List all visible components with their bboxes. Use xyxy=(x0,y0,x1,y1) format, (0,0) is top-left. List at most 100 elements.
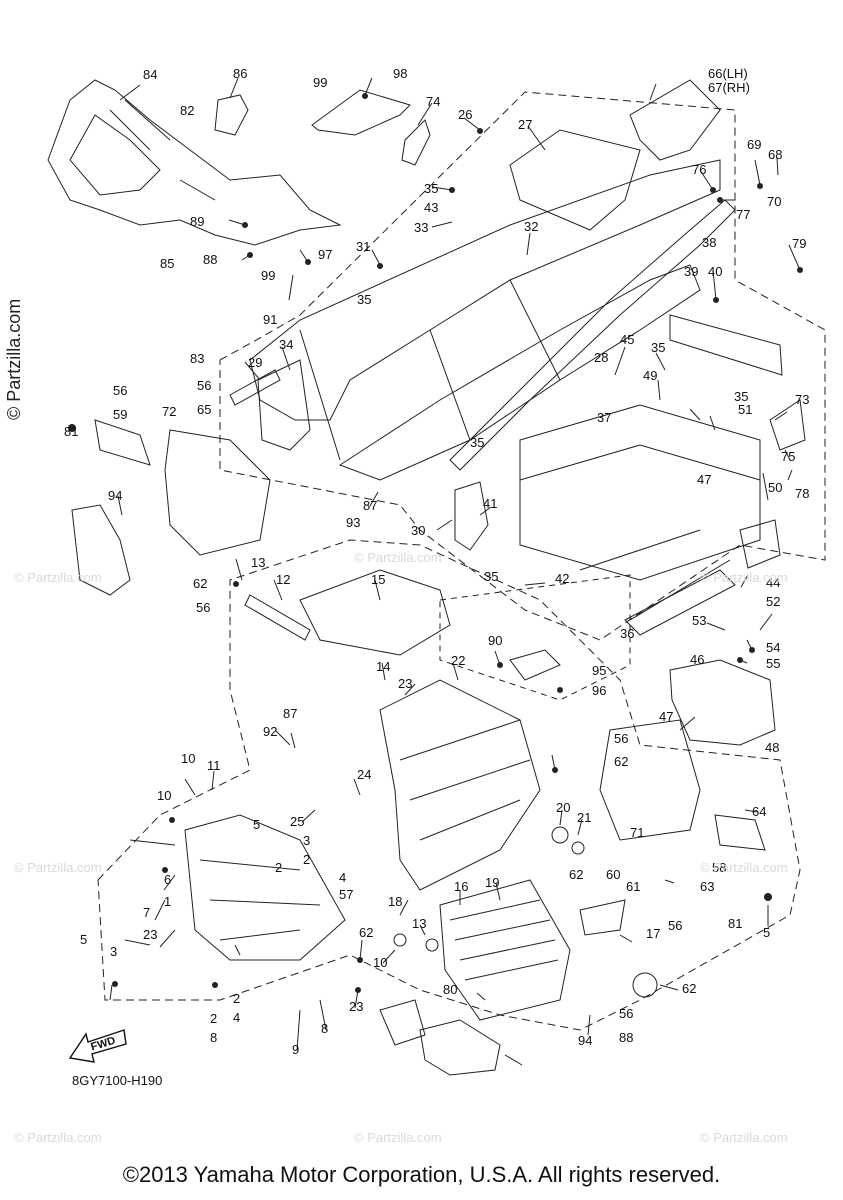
faint-watermark: © Partzilla.com xyxy=(354,550,442,565)
callout-label: 8 xyxy=(210,1030,218,1045)
side-watermark-text: © Partzilla.com xyxy=(4,298,24,420)
callout-label: 4 xyxy=(233,1010,241,1025)
beam-part-36 xyxy=(624,569,736,636)
radiator-part-16 xyxy=(439,879,571,1021)
callout-label: 47 xyxy=(697,472,712,487)
faint-watermark: © Partzilla.com xyxy=(14,1130,102,1145)
callout-label: 2 xyxy=(303,852,311,867)
callout-label: 85 xyxy=(160,256,175,271)
callout-label: 4 xyxy=(339,870,347,885)
callout-label: 96 xyxy=(592,683,607,698)
bracket-part-72 xyxy=(164,429,271,556)
callout-label: 30 xyxy=(411,523,426,538)
callout-label: 99 xyxy=(261,268,276,283)
callout-label: 81 xyxy=(728,916,743,931)
front-suspension-frame xyxy=(184,814,346,961)
callout-label: 31 xyxy=(356,239,371,254)
callout-label: 59 xyxy=(113,407,128,422)
callout-label: 10 xyxy=(373,955,388,970)
callout-label: 41 xyxy=(483,496,498,511)
callout-label: 93 xyxy=(346,515,361,530)
bracket-part-59 xyxy=(94,419,151,466)
callout-label: 34 xyxy=(279,337,294,352)
faint-watermark: © Partzilla.com xyxy=(14,570,102,585)
callout-label: 35 xyxy=(470,435,485,450)
callout-label: 61 xyxy=(626,879,641,894)
callout-label: 23 xyxy=(143,927,158,942)
bracket-part-44 xyxy=(739,519,781,569)
callout-label: 37 xyxy=(597,410,612,425)
callout-label: 78 xyxy=(795,486,810,501)
callout-label: 56 xyxy=(196,600,211,615)
callout-label: 57 xyxy=(339,887,354,902)
callout-label: 68 xyxy=(768,147,783,162)
brace-part-66-67 xyxy=(629,79,721,161)
guard-part-46 xyxy=(669,659,776,746)
callout-label: 3 xyxy=(110,944,118,959)
faint-watermark: © Partzilla.com xyxy=(354,1130,442,1145)
callout-label: 66(LH) xyxy=(708,66,748,81)
callout-label: 76 xyxy=(692,162,707,177)
callout-label: 90 xyxy=(488,633,503,648)
callout-label: 1 xyxy=(164,894,172,909)
bracket-part-86 xyxy=(214,94,249,136)
callout-label: 33 xyxy=(414,220,429,235)
callout-label: 35 xyxy=(424,181,439,196)
copyright-notice: ©2013 Yamaha Motor Corporation, U.S.A. A… xyxy=(122,1162,721,1187)
callout-label: 86 xyxy=(233,66,248,81)
bracket-part-30 xyxy=(454,481,489,551)
bracket-part-60 xyxy=(579,899,626,936)
callout-label: 13 xyxy=(251,555,266,570)
callout-label: 23 xyxy=(349,999,364,1014)
tunnel-frame-part xyxy=(249,159,721,481)
callout-label: 92 xyxy=(263,724,278,739)
callout-label: 10 xyxy=(157,788,172,803)
callout-label: 49 xyxy=(643,368,658,383)
callout-label: 89 xyxy=(190,214,205,229)
callout-label: 35 xyxy=(357,292,372,307)
callout-label: 28 xyxy=(594,350,609,365)
plate-part-15 xyxy=(299,569,451,656)
pulley-part-80 xyxy=(632,972,658,998)
bracket-part-74 xyxy=(401,119,431,166)
front-cowl-part xyxy=(47,79,342,246)
faint-watermark: © Partzilla.com xyxy=(14,860,102,875)
callout-label: 11 xyxy=(207,758,221,773)
callout-label: 13 xyxy=(412,916,427,931)
callout-label: 17 xyxy=(646,926,661,941)
callout-label: 42 xyxy=(555,571,570,586)
callout-label: 73 xyxy=(795,392,810,407)
callout-label: 40 xyxy=(708,264,723,279)
callout-label: 79 xyxy=(792,236,807,251)
callout-label: 27 xyxy=(518,117,533,132)
callout-label: 52 xyxy=(766,594,781,609)
callout-label: 71 xyxy=(630,825,645,840)
callout-label: 6 xyxy=(164,872,172,887)
callout-label: 3 xyxy=(303,833,311,848)
group-boundary-mid xyxy=(439,574,631,701)
callout-label: 2 xyxy=(210,1011,218,1026)
callout-label: 98 xyxy=(393,66,408,81)
callout-label: 84 xyxy=(143,67,158,82)
callout-label: 91 xyxy=(263,312,278,327)
callout-label: 69 xyxy=(747,137,762,152)
callout-label: 83 xyxy=(190,351,205,366)
callout-label: 82 xyxy=(180,103,195,118)
callout-label: 36 xyxy=(620,626,635,641)
callout-label: 26 xyxy=(458,107,473,122)
callout-label: 88 xyxy=(619,1030,634,1045)
callout-label: 23 xyxy=(398,676,413,691)
callout-label: 5 xyxy=(763,925,771,940)
callout-label: 5 xyxy=(253,817,261,832)
plate-part-98 xyxy=(311,89,411,136)
callout-label: 29 xyxy=(248,355,263,370)
faint-watermark: © Partzilla.com xyxy=(700,860,788,875)
callout-label: 94 xyxy=(578,1033,593,1048)
callout-label: 62 xyxy=(359,925,374,940)
callout-label: 25 xyxy=(290,814,305,829)
callout-label: 35 xyxy=(651,340,666,355)
callout-label: 54 xyxy=(766,640,781,655)
callout-label: 62 xyxy=(614,754,629,769)
diagram-code: 8GY7100-H190 xyxy=(72,1073,163,1088)
callout-label: 8 xyxy=(321,1021,329,1036)
